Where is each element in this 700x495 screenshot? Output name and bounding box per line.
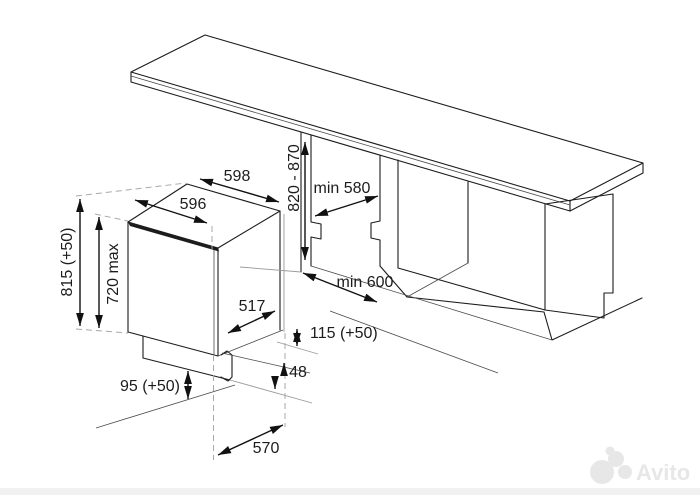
dim-door-height: 720 max <box>95 217 122 328</box>
dim-label: 95 (+50) <box>120 378 180 395</box>
dim-niche-width: min 600 <box>302 272 394 303</box>
avito-watermark: Avito <box>590 446 690 485</box>
dim-overall-height: 815 (+50) <box>59 199 84 326</box>
footer-bar <box>0 488 700 495</box>
dim-base-depth: 570 <box>217 424 284 457</box>
dim-label: min 600 <box>337 274 394 291</box>
dim-label: 820 - 870 <box>286 144 303 212</box>
avito-watermark-text: Avito <box>636 460 690 485</box>
dim-label: 48 <box>289 364 307 381</box>
dim-label: 115 (+50) <box>310 325 378 342</box>
dim-rear-clearance: 115 (+50) <box>293 325 378 346</box>
door-top-edge <box>128 222 219 252</box>
dim-label: 517 <box>239 298 266 315</box>
dim-label: 720 max <box>105 243 122 304</box>
dim-label: 596 <box>180 196 207 213</box>
dim-label: 570 <box>253 440 280 457</box>
dim-top-width-outer: 598 <box>199 168 280 203</box>
niche-right-panel <box>370 155 399 269</box>
dim-niche-height: 820 - 870 <box>286 142 309 260</box>
cabinet-right <box>397 181 614 319</box>
dim-label: 598 <box>224 168 251 185</box>
avito-logo-icon <box>590 446 632 484</box>
extension-lines <box>75 182 302 460</box>
dim-label: 815 (+50) <box>59 228 76 297</box>
countertop <box>130 34 644 212</box>
rear-foot <box>220 350 233 382</box>
niche-left-panel <box>300 131 322 273</box>
dim-top-width-inner: 596 <box>134 196 208 224</box>
dim-label: min 580 <box>314 180 371 197</box>
dim-foot-gap: 48 <box>271 363 307 389</box>
dim-niche-depth: min 580 <box>314 180 379 217</box>
dim-plinth-height: 95 (+50) <box>120 371 192 399</box>
dim-side-depth: 517 <box>227 298 276 334</box>
